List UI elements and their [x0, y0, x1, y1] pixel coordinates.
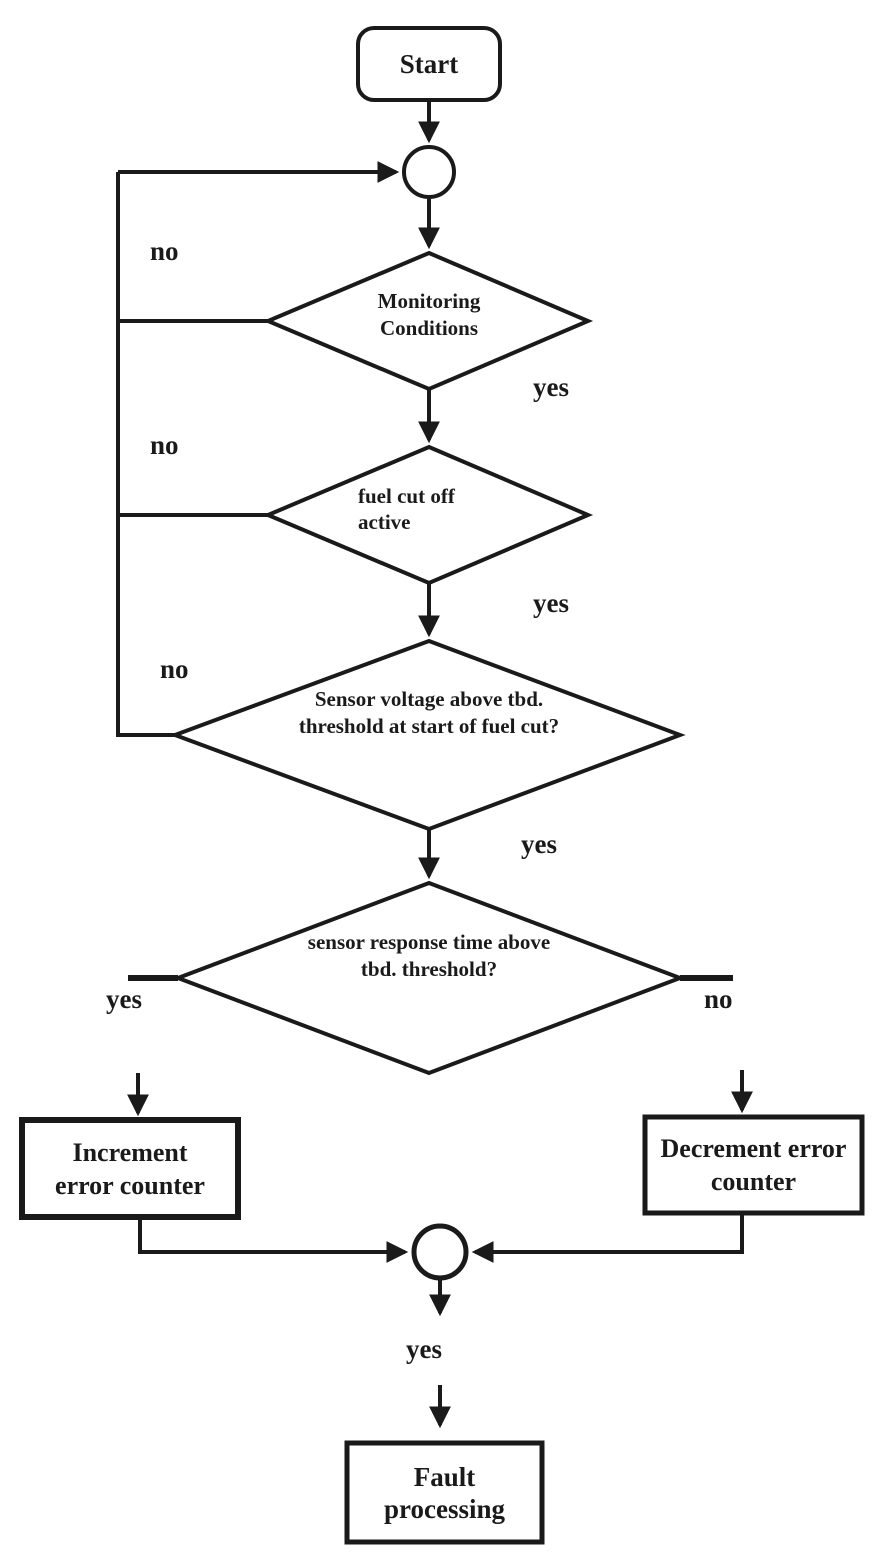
start-node-shape [356, 26, 502, 102]
start-label: Start [399, 48, 459, 79]
edge-label-yes-sensor-voltage: yes [521, 829, 557, 859]
fault-node-shape [344, 1440, 545, 1545]
increment-node-shape [19, 1117, 241, 1220]
junction-top-circle [402, 145, 456, 199]
decision-sensor-response-label: sensor response time above tbd. threshol… [307, 930, 551, 981]
edge-decrement-to-merge [471, 1213, 744, 1263]
edge-label-yes-fuel-cut: yes [533, 588, 569, 618]
junction-merge-circle [411, 1223, 469, 1281]
decision-sensor-response-shape [172, 880, 686, 1076]
edge-label-yes-monitoring: yes [533, 372, 569, 402]
decision-sensor-voltage-shape [169, 638, 686, 832]
fault-label: Fault processing [383, 1461, 505, 1524]
increment-label: Increment error counter [55, 1137, 205, 1200]
edge-label-no-fuel-cut: no [150, 430, 179, 460]
decrement-label: Decrement error counter [660, 1134, 847, 1196]
edge-increment-to-merge [138, 1217, 409, 1263]
decision-fuel-cut-label: fuel cut off active [358, 484, 455, 534]
edge-label-yes-sensor-response: yes [106, 984, 142, 1014]
edge-label-yes-merge: yes [406, 1334, 442, 1364]
decision-monitoring-shape [262, 250, 594, 392]
decrement-node-shape [642, 1114, 865, 1216]
decision-monitoring-label: Monitoring Conditions [377, 289, 481, 340]
edge-label-no-sensor-voltage: no [160, 654, 189, 684]
edge-label-no-monitoring: no [150, 236, 179, 266]
decision-fuel-cut-shape [262, 444, 594, 586]
decision-sensor-voltage-label: Sensor voltage above tbd. threshold at s… [298, 687, 560, 738]
edge-label-no-sensor-response: no [704, 984, 733, 1014]
